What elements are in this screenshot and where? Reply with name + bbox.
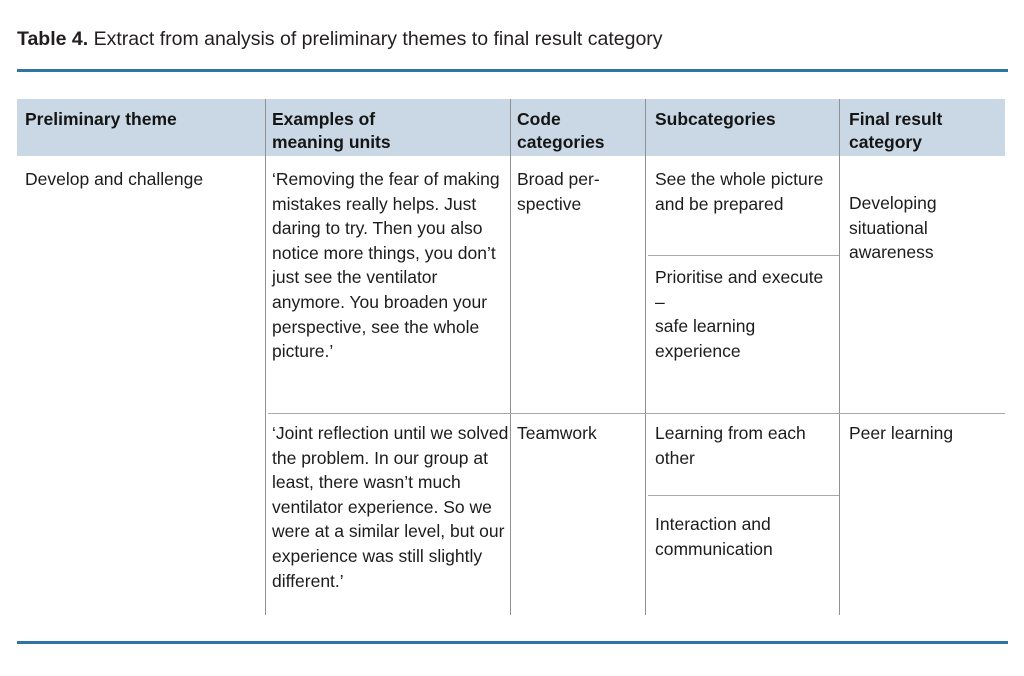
subcategory-divider-row-1: [648, 255, 839, 256]
column-header-examples-line-2: meaning units: [272, 132, 391, 152]
cell-preliminary-theme-row-1: Develop and challenge: [25, 169, 204, 189]
cell-final-result-row-2: Peer learning: [849, 423, 954, 443]
column-divider-4: [839, 99, 840, 615]
column-header-preliminary-theme: Preliminary theme: [25, 109, 177, 129]
column-header-subcategories: Subcategories: [655, 109, 776, 129]
column-divider-1: [265, 99, 266, 615]
table-caption-text: Extract from analysis of preliminary the…: [88, 28, 663, 50]
data-table: Preliminary theme Examples of meaning un…: [17, 99, 1005, 621]
column-header-final-line-2: category: [849, 132, 922, 152]
cell-code-category-row-1: Broad per-spective: [517, 169, 600, 214]
cell-meaning-unit-row-1: ‘Removing the fear of making mistakes re…: [272, 169, 500, 362]
column-divider-3: [645, 99, 646, 615]
cell-subcategory-row-2-item-2: Interaction and communication: [655, 514, 773, 559]
cell-final-result-row-1: Developing situational awareness: [849, 193, 937, 263]
subcategory-divider-row-2: [648, 495, 839, 496]
table-header-row: [17, 99, 1005, 156]
cell-subcategory-row-1-item-1: See the whole picture and be prepared: [655, 169, 824, 214]
row-divider: [268, 413, 1005, 414]
bottom-rule: [17, 641, 1008, 644]
cell-meaning-unit-row-2: ‘Joint reflection until we solved the pr…: [272, 423, 509, 591]
column-header-examples-line-1: Examples of: [272, 109, 376, 129]
top-rule: [17, 69, 1008, 72]
column-header-final-line-1: Final result: [849, 109, 943, 129]
column-header-examples-of-meaning-units: Examples of meaning units: [272, 108, 502, 154]
column-divider-2: [510, 99, 511, 615]
table-caption-label: Table 4.: [17, 28, 89, 50]
column-header-code-line-2: categories: [517, 132, 605, 152]
table-caption: Table 4. Extract from analysis of prelim…: [17, 26, 997, 52]
cell-subcategory-row-2-item-1: Learning from each other: [655, 423, 806, 468]
column-header-code-line-1: Code: [517, 109, 561, 129]
cell-subcategory-row-1-item-2: Prioritise and execute – safe learning e…: [655, 267, 824, 361]
column-header-code-categories: Code categories: [517, 108, 637, 154]
cell-code-category-row-2: Teamwork: [517, 423, 597, 443]
column-header-final-result-category: Final result category: [849, 108, 1009, 154]
